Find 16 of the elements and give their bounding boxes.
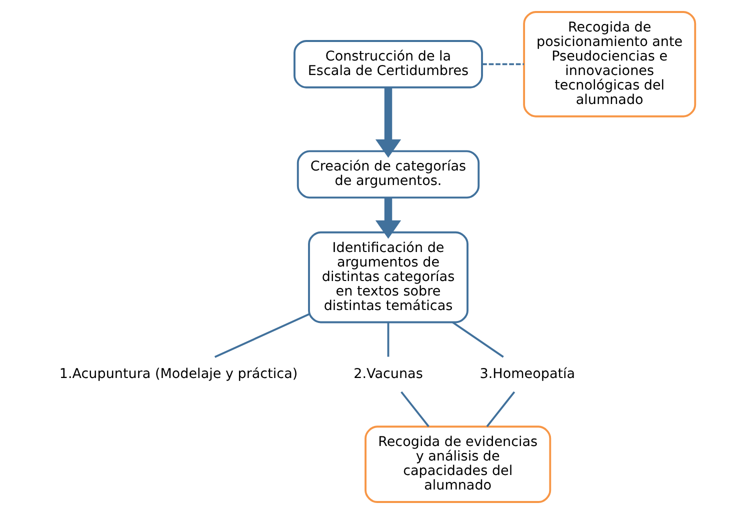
connector (400, 391, 430, 428)
node-text: 1.Acupuntura (Modelaje y práctica) (59, 366, 298, 382)
node-text: 3.Homeopatía (480, 366, 576, 382)
connector (387, 322, 390, 357)
connector (486, 391, 516, 428)
connector (214, 313, 310, 358)
node-box: Creación de categorías de argumentos. (296, 150, 480, 199)
node-box: Construcción de la Escala de Certidumbres (294, 40, 483, 88)
arrow (375, 198, 402, 239)
node-box: Identificación de argumentos de distintas categorías en textos sobre distintas temáticas (308, 231, 468, 324)
node-text: 2.Vacunas (354, 366, 423, 382)
node-box: Recogida de evidencias y análisis de capacidades del alumnado (364, 426, 552, 503)
connector (452, 321, 504, 358)
arrow (375, 88, 402, 158)
node-box: Recogida de posicionamiento ante Pseudociencias e innovaciones tecnológicas del alumnado (523, 11, 696, 118)
connector (482, 63, 524, 66)
